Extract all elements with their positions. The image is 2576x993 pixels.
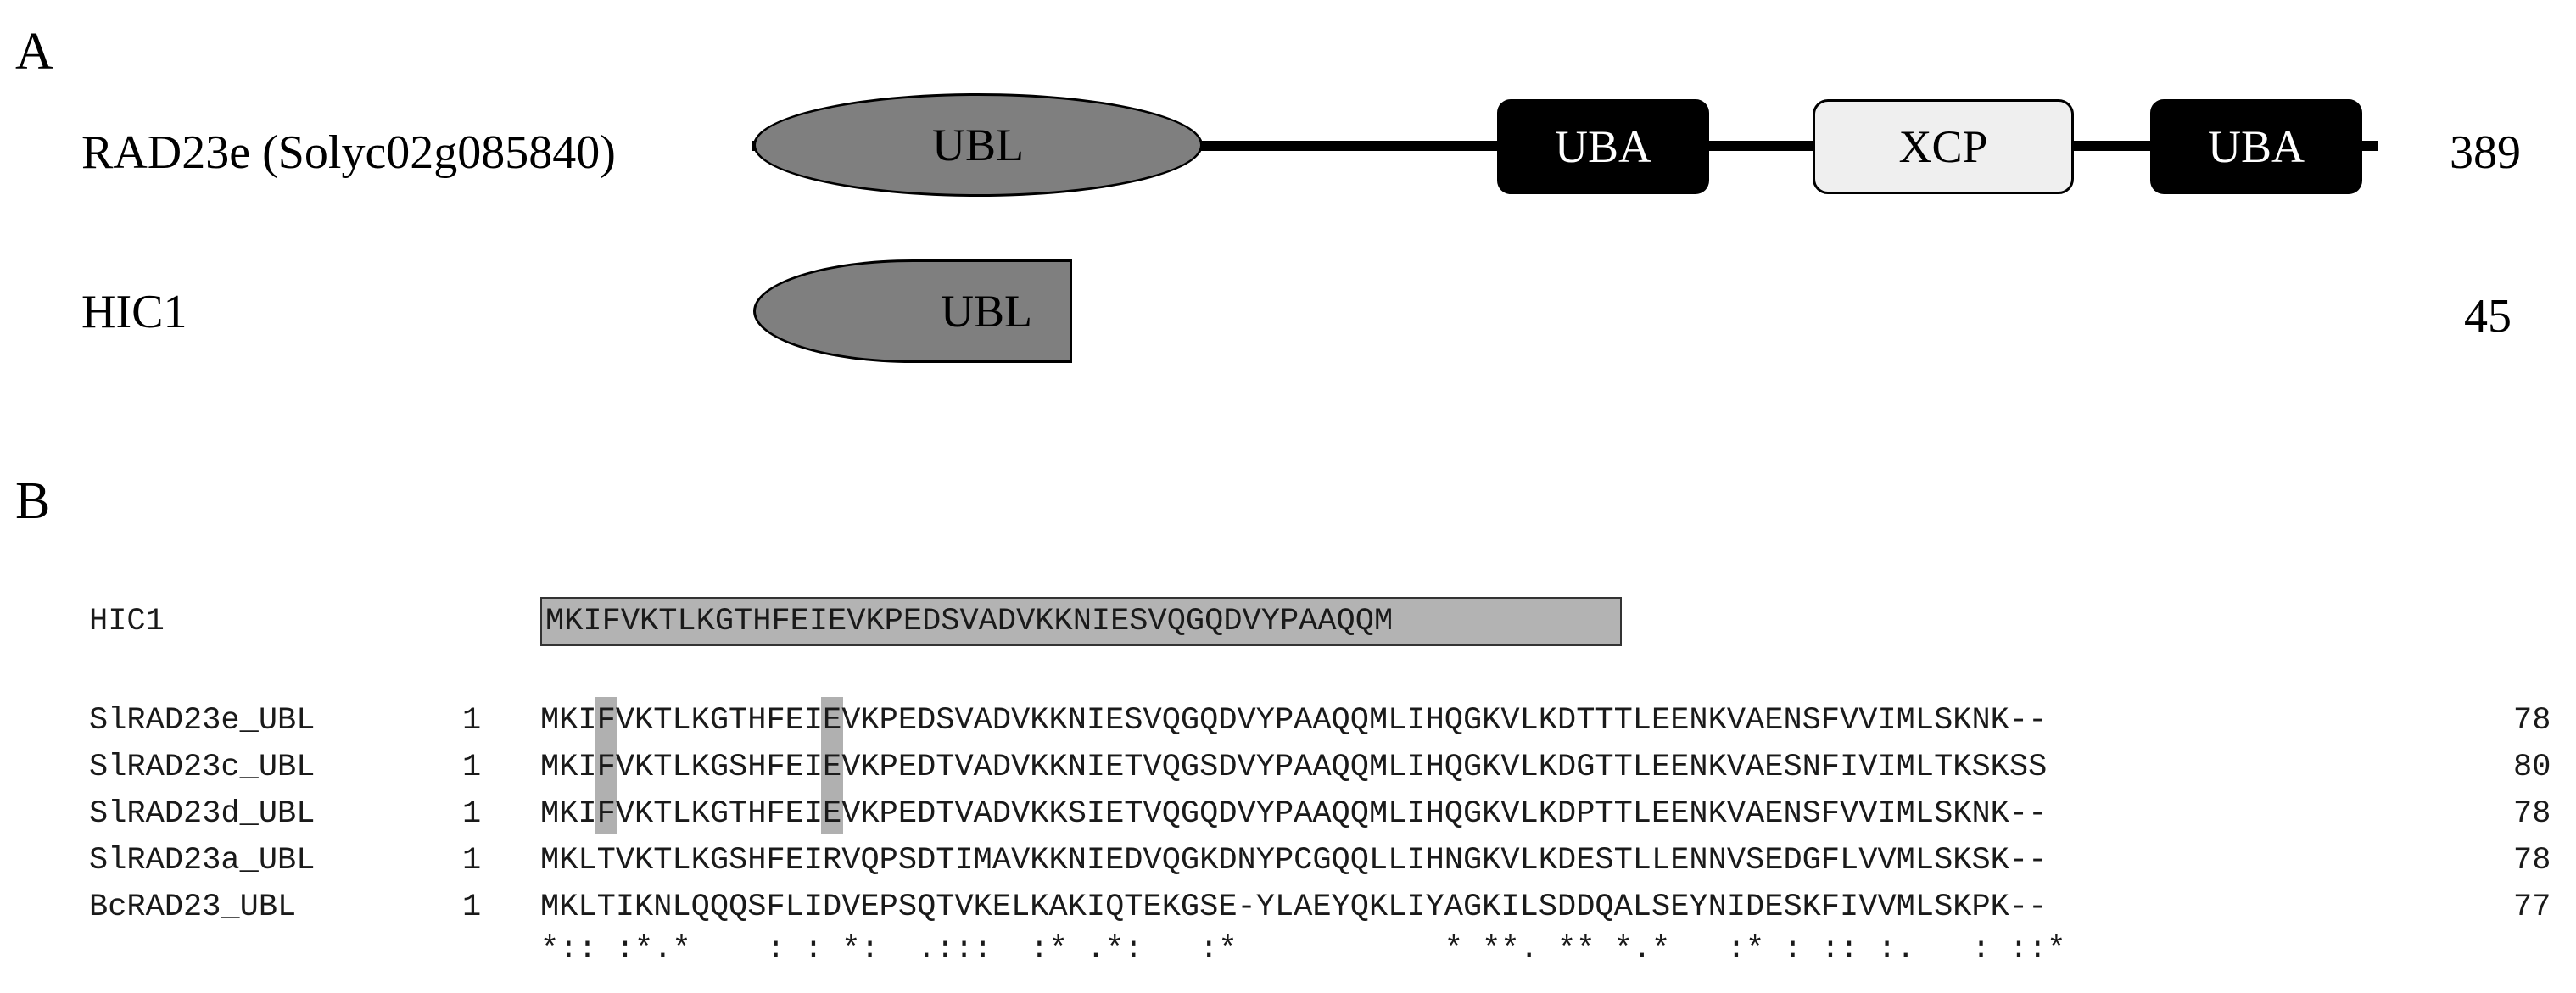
rad23e-ubl-domain: UBL bbox=[753, 93, 1203, 197]
hic1-length: 45 bbox=[2464, 290, 2512, 343]
rad23e-length: 389 bbox=[2450, 126, 2521, 179]
hic1-ubl-domain: UBL bbox=[753, 259, 1072, 363]
rad23e-xcp-domain: XCP bbox=[1813, 99, 2074, 194]
alignment-start-2: 1 bbox=[462, 750, 482, 785]
alignment-name-1: SlRAD23e_UBL bbox=[89, 703, 316, 739]
panel-b-letter: B bbox=[15, 472, 51, 530]
alignment-sequence-5: MKLTIKNLQQQSFLIDVEPSQTVKELKAKIQTEKGSE-YL… bbox=[540, 890, 2048, 925]
alignment-end-4: 78 bbox=[2513, 843, 2551, 879]
alignment-name-2: SlRAD23c_UBL bbox=[89, 750, 316, 785]
rad23e-uba-label-2: UBA bbox=[2207, 121, 2305, 172]
alignment-end-1: 78 bbox=[2513, 703, 2551, 739]
rad23e-ubl-label: UBL bbox=[932, 120, 1024, 170]
hic1-sequence-box bbox=[540, 597, 1622, 646]
hic1-name: HIC1 bbox=[81, 286, 187, 338]
alignment-name-4: SlRAD23a_UBL bbox=[89, 843, 316, 879]
alignment-start-1: 1 bbox=[462, 703, 482, 739]
alignment-sequence-1: MKIFVKTLKGTHFEIEVKPEDSVADVKKNIESVQGQDVYP… bbox=[540, 703, 2048, 739]
alignment-start-5: 1 bbox=[462, 890, 482, 925]
alignment-name-3: SlRAD23d_UBL bbox=[89, 796, 316, 832]
alignment-sequence-3: MKIFVKTLKGTHFEIEVKPEDTVADVKKSIETVQGQDVYP… bbox=[540, 796, 2048, 832]
hic1-ubl-label: UBL bbox=[941, 286, 1032, 337]
alignment-end-5: 77 bbox=[2513, 890, 2551, 925]
rad23e-uba-label-1: UBA bbox=[1554, 121, 1651, 172]
alignment-end-3: 78 bbox=[2513, 796, 2551, 832]
rad23e-uba-domain-1: UBA bbox=[1497, 99, 1709, 194]
conserved-highlight-2 bbox=[821, 697, 844, 834]
rad23e-name: RAD23e (Solyc02g085840) bbox=[81, 126, 616, 179]
alignment-sequence-4: MKLTVKTLKGSHFEIRVQPSDTIMAVKKNIEDVQGKDNYP… bbox=[540, 843, 2048, 879]
rad23e-uba-domain-2: UBA bbox=[2150, 99, 2362, 194]
alignment-end-2: 80 bbox=[2513, 750, 2551, 785]
alignment-name-5: BcRAD23_UBL bbox=[89, 890, 297, 925]
hic1-sequence: MKIFVKTLKGTHFEIEVKPEDSVADVKKNIESVQGQDVYP… bbox=[545, 604, 1394, 639]
panel-a-letter: A bbox=[15, 23, 53, 81]
conserved-highlight-1 bbox=[595, 697, 617, 834]
alignment-start-3: 1 bbox=[462, 796, 482, 832]
alignment-sequence-2: MKIFVKTLKGSHFEIEVKPEDTVADVKKNIETVQGSDVYP… bbox=[540, 750, 2048, 785]
rad23e-xcp-label: XCP bbox=[1898, 121, 1988, 172]
hic1-seq-label: HIC1 bbox=[89, 604, 165, 639]
conservation-line: *:: :*.* : : *: .::: :* .*: :* * **. ** … bbox=[540, 932, 2066, 968]
alignment-start-4: 1 bbox=[462, 843, 482, 879]
